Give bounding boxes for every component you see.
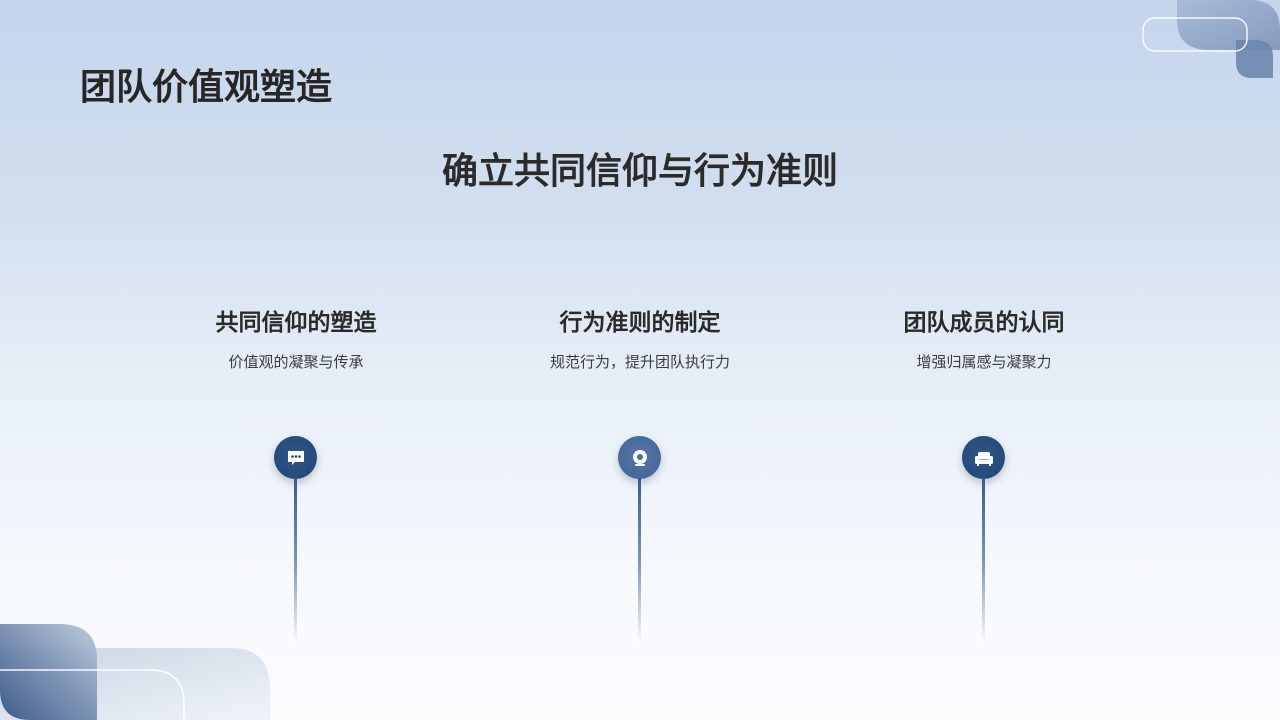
column-description: 价值观的凝聚与传承 — [228, 353, 364, 371]
column-shared-belief: 共同信仰的塑造 价值观的凝聚与传承 — [146, 300, 446, 372]
timeline-stem-3 — [982, 478, 985, 643]
timeline-node-1 — [274, 436, 317, 479]
decor-top-right — [1142, 0, 1280, 78]
armchair-icon — [974, 451, 993, 466]
slide-subtitle: 确立共同信仰与行为准则 — [441, 151, 838, 192]
timeline-stem-1 — [294, 478, 297, 643]
column-heading: 共同信仰的塑造 — [215, 310, 377, 336]
column-heading: 团队成员的认同 — [903, 310, 1065, 336]
slide-title: 团队价值观塑造 — [80, 67, 333, 108]
decor-bottom-left — [0, 624, 270, 720]
column-description: 规范行为，提升团队执行力 — [549, 353, 730, 371]
timeline-node-2 — [618, 436, 661, 479]
column-code-of-conduct: 行为准则的制定 规范行为，提升团队执行力 — [490, 300, 790, 372]
column-heading: 行为准则的制定 — [559, 310, 721, 336]
webcam-icon — [632, 449, 647, 466]
column-member-identity: 团队成员的认同 增强归属感与凝聚力 — [834, 300, 1134, 372]
column-description: 增强归属感与凝聚力 — [916, 353, 1052, 371]
chat-bubble-icon — [287, 450, 304, 465]
timeline-node-3 — [962, 436, 1005, 479]
timeline-stem-2 — [638, 478, 641, 643]
